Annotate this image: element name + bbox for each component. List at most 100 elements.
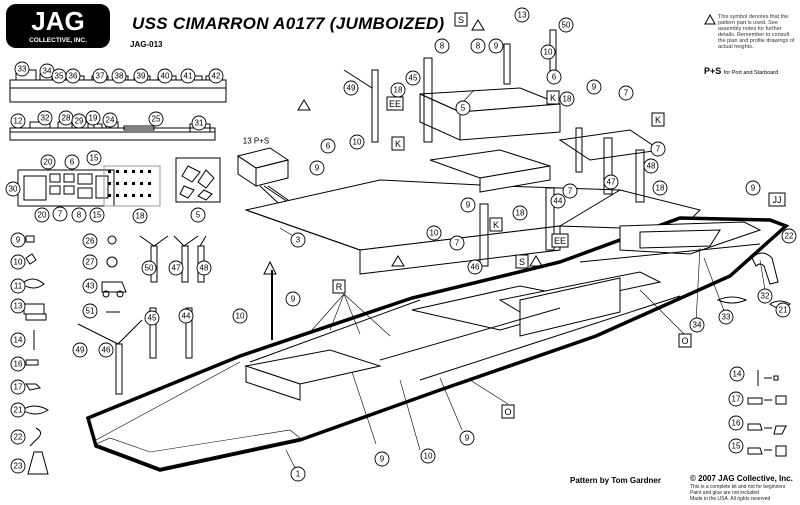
part-number: 10 xyxy=(14,258,23,267)
part-number: 7 xyxy=(58,210,63,219)
part-callout-15: 15 xyxy=(86,150,102,166)
part-callout-14: 14 xyxy=(10,332,26,348)
triangle-icon xyxy=(391,255,405,267)
part-number: 47 xyxy=(172,264,181,273)
part-callout-10: 10 xyxy=(349,134,365,150)
triangle-icon xyxy=(263,260,277,275)
part-callout-1: 1 xyxy=(290,466,306,482)
part-number: 9 xyxy=(494,42,499,51)
part-callout-42: 42 xyxy=(208,68,224,84)
part-callout-12: 12 xyxy=(10,113,26,129)
part-callout-8: 8 xyxy=(71,207,87,223)
part-number: 15 xyxy=(93,211,102,220)
part-callout-9: 9 xyxy=(586,79,602,95)
part-callout-48: 48 xyxy=(196,260,212,276)
triangle-icon xyxy=(471,19,485,31)
part-callout-43: 43 xyxy=(82,278,98,294)
part-callout-8: 8 xyxy=(470,38,486,54)
jag-logo: JAG COLLECTIVE, INC. xyxy=(6,4,110,48)
part-number: 15 xyxy=(732,442,741,451)
part-callout-8: 8 xyxy=(434,38,450,54)
part-number: 21 xyxy=(14,406,23,415)
copyright-note-2: Paint and glue are not included xyxy=(690,490,759,496)
part-number: 9 xyxy=(291,295,296,304)
part-number: 31 xyxy=(195,119,204,128)
part-number: 6 xyxy=(70,158,75,167)
part-number: 49 xyxy=(347,84,356,93)
part-number: 15 xyxy=(90,154,99,163)
part-number: 33 xyxy=(722,313,731,322)
part-number: 46 xyxy=(102,346,111,355)
part-number: 24 xyxy=(106,116,115,125)
part-callout-46: 46 xyxy=(98,342,114,358)
part-callout-21: 21 xyxy=(775,302,791,318)
ship-superstructure xyxy=(244,29,701,275)
letter-label-ee: EE xyxy=(551,233,569,248)
part-callout-32: 32 xyxy=(757,288,773,304)
part-callout-10: 10 xyxy=(10,254,26,270)
letter-label-text: K xyxy=(493,220,499,230)
part-callout-5: 5 xyxy=(455,100,471,116)
part-callout-17: 17 xyxy=(10,379,26,395)
letter-label-k: K xyxy=(651,112,665,127)
pattern-credit: Pattern by Tom Gardner xyxy=(570,476,661,485)
part-callout-18: 18 xyxy=(512,205,528,221)
part-callout-6: 6 xyxy=(64,154,80,170)
part-callout-44: 44 xyxy=(550,193,566,209)
part-callout-17: 17 xyxy=(728,391,744,407)
part-callout-26: 26 xyxy=(82,233,98,249)
part-callout-25: 25 xyxy=(148,111,164,127)
part-callout-18: 18 xyxy=(652,180,668,196)
part-number: 7 xyxy=(656,145,661,154)
part-number: 21 xyxy=(779,306,788,315)
part-number: 46 xyxy=(471,263,480,272)
part-number: 47 xyxy=(607,178,616,187)
part-callout-37: 37 xyxy=(92,68,108,84)
letter-label-ee: EE xyxy=(386,96,404,111)
part-number: 13 xyxy=(518,11,527,20)
part-callout-9: 9 xyxy=(10,232,26,248)
part-callout-14: 14 xyxy=(729,366,745,382)
part-callout-45: 45 xyxy=(405,70,421,86)
part-number: 11 xyxy=(14,282,23,291)
part-number: 32 xyxy=(41,114,50,123)
part-number: 9 xyxy=(16,236,21,245)
catalog-number: JAG-013 xyxy=(130,40,163,49)
part-callout-23: 23 xyxy=(10,458,26,474)
part-number: 38 xyxy=(115,72,124,81)
part-number: 7 xyxy=(624,89,629,98)
part-callout-9: 9 xyxy=(459,430,475,446)
part-callout-6: 6 xyxy=(546,69,562,85)
part-number: 9 xyxy=(315,164,320,173)
part-callout-20: 20 xyxy=(34,207,50,223)
part-callout-10: 10 xyxy=(540,44,556,60)
part-callout-49: 49 xyxy=(343,80,359,96)
part-number: 8 xyxy=(77,211,82,220)
leader-lines xyxy=(279,89,767,475)
part-number: 5 xyxy=(461,104,466,113)
letter-label-text: S xyxy=(458,15,464,25)
part-callout-9: 9 xyxy=(309,160,325,176)
part-callout-31: 31 xyxy=(191,115,207,131)
triangle-icon xyxy=(297,99,311,111)
part-callout-33: 33 xyxy=(14,61,30,77)
part-number: 6 xyxy=(326,142,331,151)
part-number: 16 xyxy=(732,419,741,428)
letter-label-text: K xyxy=(550,93,556,103)
parts-strip-lower xyxy=(9,121,216,141)
part-number: 26 xyxy=(86,237,95,246)
part-callout-28: 28 xyxy=(58,110,74,126)
letter-label-text: EE xyxy=(554,236,566,246)
part-number: 9 xyxy=(751,184,756,193)
part-number: 16 xyxy=(14,360,23,369)
part-callout-47: 47 xyxy=(603,174,619,190)
letter-label-text: O xyxy=(681,336,688,346)
page-title: USS CIMARRON A0177 (JUMBOIZED) xyxy=(132,14,445,33)
part-number: 13 xyxy=(14,302,23,311)
part-callout-50: 50 xyxy=(558,17,574,33)
part-callout-40: 40 xyxy=(157,68,173,84)
part-number: 18 xyxy=(563,95,572,104)
loose-parts-left xyxy=(21,235,49,475)
